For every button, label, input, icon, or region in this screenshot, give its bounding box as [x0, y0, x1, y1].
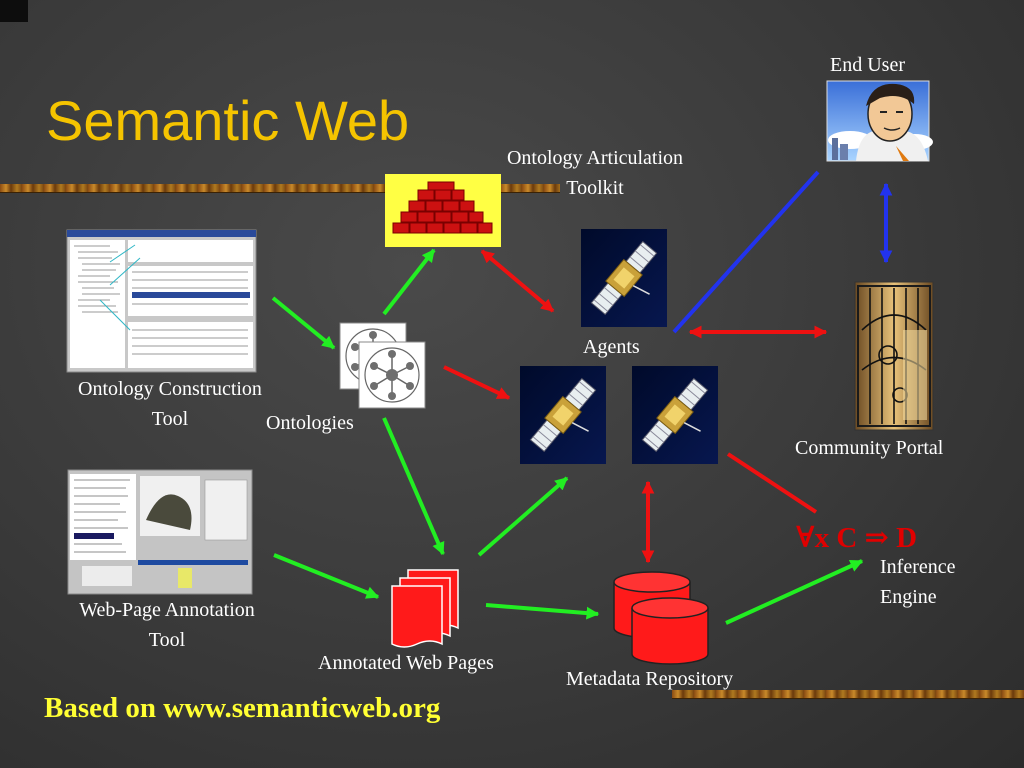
corner-block	[0, 0, 28, 22]
satellite-agent-icon	[519, 365, 613, 466]
arrow-repository-to-inference	[725, 559, 864, 625]
label-articulation-toolkit: Ontology Articulation Toolkit	[480, 143, 710, 203]
label-articulation-line1: Ontology Articulation	[506, 147, 684, 169]
arrow-agents-to-end-user	[672, 170, 820, 334]
footer-source-link[interactable]: Based on www.semanticweb.org	[44, 692, 441, 724]
label-articulation-line2: Toolkit	[566, 177, 624, 199]
satellite-agent-icon	[631, 365, 725, 466]
tool-screenshot-icon	[66, 229, 257, 373]
arrow-pages-to-repository	[485, 603, 600, 620]
end-user-portrait-icon	[826, 80, 933, 162]
arrow-construction-to-ontologies	[271, 296, 336, 350]
arrow-ontologies-to-annotated-pages	[382, 417, 445, 556]
slide-title: Semantic Web	[46, 89, 410, 152]
label-annotation-line1: Web-Page Annotation	[79, 599, 255, 621]
satellite-agent-icon	[580, 228, 674, 329]
label-community-portal: Community Portal	[795, 437, 944, 459]
tool-screenshot-icon	[67, 469, 253, 595]
arrow-agents-to-inference	[726, 452, 818, 514]
footer-divider-bar	[672, 690, 1024, 698]
portal-gate-icon	[854, 281, 934, 431]
label-metadata-repository: Metadata Repository	[566, 668, 734, 690]
label-inference-engine: Inference Engine	[880, 552, 956, 612]
title-divider-bar-mid	[500, 184, 560, 192]
document-stack-icon	[391, 569, 459, 648]
arrow-pages-to-agents	[477, 476, 569, 557]
brick-pyramid-icon	[385, 174, 501, 247]
arrow-ontologies-to-agents	[443, 365, 511, 400]
label-web-page-annotation-tool: Web-Page Annotation Tool	[50, 595, 284, 655]
label-annotated-web-pages: Annotated Web Pages	[318, 652, 494, 674]
label-ontologies: Ontologies	[266, 412, 354, 434]
ontology-graph-icon	[358, 341, 426, 409]
database-cylinder-icon	[613, 571, 709, 665]
label-construction-line1: Ontology Construction	[78, 378, 262, 400]
label-end-user: End User	[830, 54, 905, 76]
label-inference-line1: Inference	[880, 556, 956, 578]
title-divider-bar-left	[0, 184, 385, 192]
label-annotation-line2: Tool	[148, 629, 186, 651]
arrow-ontologies-to-articulation	[382, 248, 436, 316]
arrow-annotation-tool-to-pages	[273, 553, 380, 599]
arrow-articulation-agents	[480, 249, 555, 313]
label-construction-line2: Tool	[151, 408, 189, 430]
inference-formula: ∀x C ⇒ D	[796, 522, 918, 554]
label-agents: Agents	[583, 336, 640, 358]
label-ontology-construction-tool: Ontology Construction Tool	[50, 374, 290, 434]
label-inference-line2: Engine	[880, 586, 937, 608]
